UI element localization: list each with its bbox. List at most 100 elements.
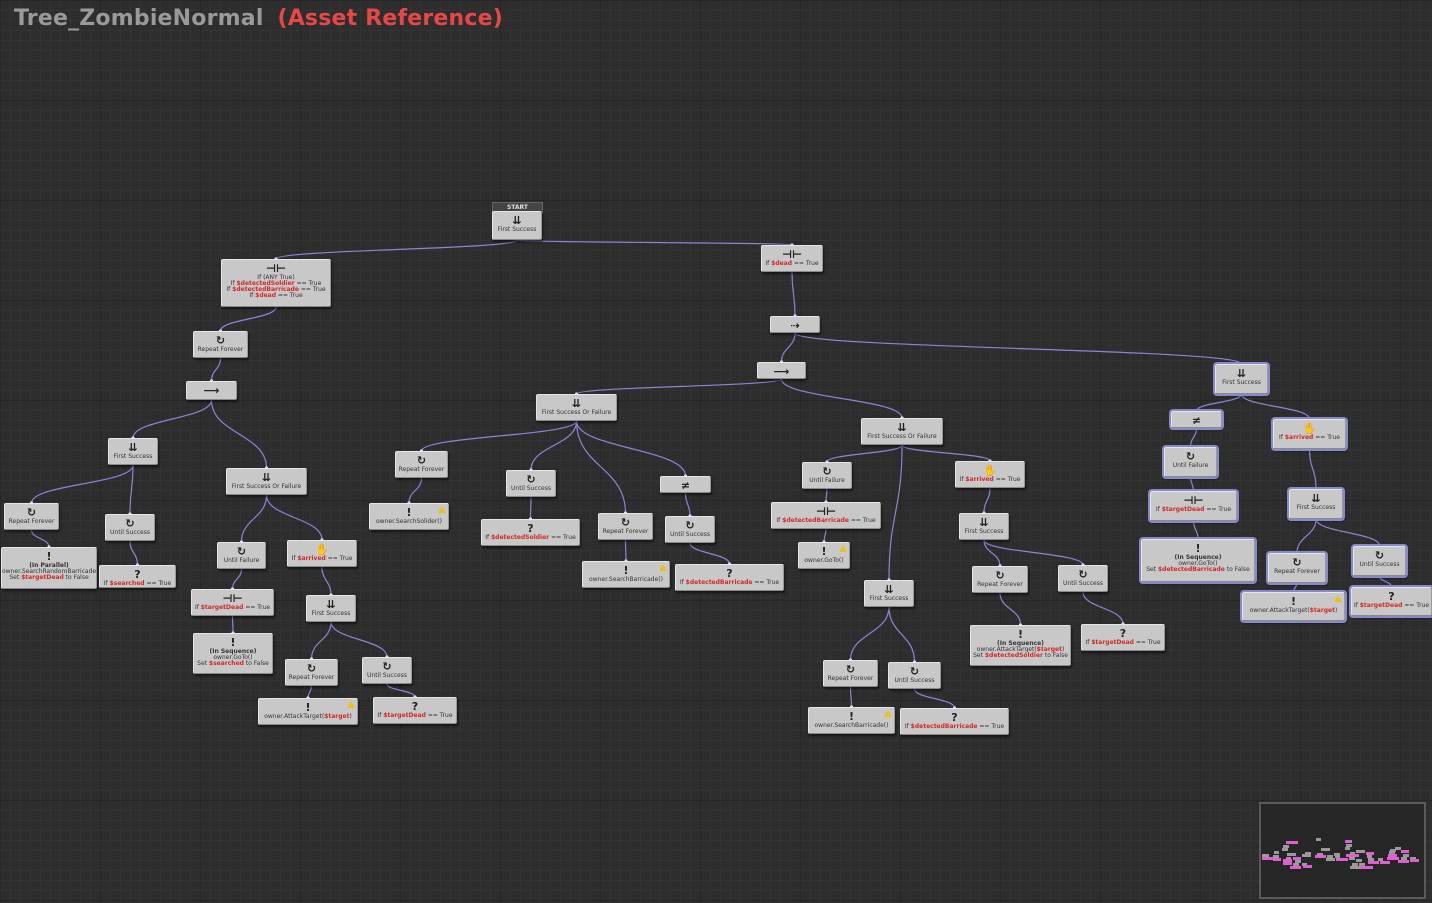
- node-until-success[interactable]: ↻Until Success: [665, 516, 715, 543]
- node-inverter[interactable]: ≠: [660, 476, 711, 493]
- minimap[interactable]: [1259, 802, 1426, 899]
- node-label: If $targetDead == True: [1085, 639, 1161, 646]
- node-label: Until Success: [670, 531, 710, 538]
- node-until-failure[interactable]: ↻Until Failure: [217, 542, 266, 569]
- selector-icon: ⇊: [261, 471, 272, 484]
- node-label: Until Success: [1063, 580, 1103, 587]
- wire: [529, 496, 532, 520]
- wire: [826, 444, 903, 463]
- repeat-icon: ↻: [822, 465, 832, 478]
- wire: [684, 492, 691, 517]
- node-if-detectedbarricade-true[interactable]: ⊣⊢If $detectedBarricade == True: [771, 502, 881, 529]
- node-repeat-forever[interactable]: ↻Repeat Forever: [598, 513, 653, 540]
- node-first-success[interactable]: ⇊First Success: [1287, 487, 1345, 521]
- node-first-success[interactable]: ⇊First Success: [864, 580, 914, 607]
- node-first-success-or-failure[interactable]: ⇊First Success Or Failure: [861, 418, 943, 445]
- node-until-failure[interactable]: ↻Until Failure: [802, 462, 852, 489]
- node-if-targetdead-true[interactable]: ?If $targetDead == True: [1349, 585, 1432, 618]
- node-in-sequence[interactable]: !(In Sequence)owner.GoTo()Set $searched …: [193, 633, 273, 674]
- wire: [129, 464, 134, 515]
- node-random[interactable]: ⇢: [770, 316, 820, 333]
- node-if-arrived-true[interactable]: ✋If $arrived == True: [287, 540, 357, 567]
- node-label: Repeat Forever: [977, 581, 1023, 588]
- node-if-targetdead-true[interactable]: ?If $targetDead == True: [1081, 624, 1165, 651]
- node-until-failure[interactable]: ↻Until Failure: [1162, 445, 1219, 479]
- warning-icon: [659, 564, 667, 571]
- node-first-success[interactable]: ⇊First Success: [108, 438, 158, 465]
- node-if-targetdead-true[interactable]: ⊣⊢If $targetDead == True: [1148, 489, 1239, 523]
- node-first-success[interactable]: ⇊First Success: [1213, 362, 1270, 396]
- node-first-success-or-failure[interactable]: ⇊First Success Or Failure: [536, 394, 617, 421]
- node-owner-goto[interactable]: !owner.GoTo(): [798, 542, 850, 569]
- node-in-parallel[interactable]: !(In Parallel)owner.SearchRandomBarricad…: [1, 547, 97, 589]
- node-first-success-or-failure[interactable]: ⇊First Success Or Failure: [226, 468, 307, 495]
- selector-icon: ⇊: [1311, 492, 1321, 505]
- node-until-success[interactable]: ↻Until Success: [105, 514, 155, 541]
- node-if-detectedsoldier-true[interactable]: ?If $detectedSoldier == True: [481, 519, 580, 546]
- node-until-success[interactable]: ↻Until Success: [362, 657, 412, 684]
- node-label: First Success: [1296, 504, 1336, 511]
- node-first-success[interactable]: ⇊First Success: [959, 513, 1009, 540]
- node-repeat-forever[interactable]: ↻Repeat Forever: [823, 660, 878, 687]
- wire: [1378, 575, 1393, 588]
- node-repeat-forever[interactable]: ↻Repeat Forever: [4, 503, 59, 530]
- node-if-arrived-true[interactable]: ✋If $arrived == True: [955, 461, 1025, 488]
- node-label: owner.GoTo(): [213, 654, 253, 661]
- node-label: Until Failure: [809, 477, 845, 484]
- node-label: If $dead == True: [765, 260, 819, 267]
- action-icon: !: [1195, 542, 1201, 555]
- node-if-dead-true[interactable]: ⊣⊢If $dead == True: [761, 245, 823, 272]
- inverter-icon: ≠: [680, 479, 691, 492]
- node-repeat-forever[interactable]: ↻Repeat Forever: [395, 451, 448, 478]
- node-in-sequence[interactable]: !(In Sequence)owner.GoTo()Set $detectedB…: [1139, 537, 1257, 584]
- wire: [30, 464, 134, 504]
- node-label: Set $searched to False: [197, 660, 269, 667]
- node-sequence[interactable]: ⟶: [757, 362, 806, 379]
- node-until-success[interactable]: ↻Until Success: [1058, 565, 1108, 592]
- node-until-success[interactable]: ↻Until Success: [888, 662, 941, 689]
- node-sequence[interactable]: ⟶: [186, 381, 237, 400]
- wire: [321, 566, 332, 596]
- wire: [825, 488, 828, 503]
- node-owner-attacktarget-target[interactable]: !owner.AttackTarget($target): [258, 698, 358, 725]
- node-owner-searchsolider[interactable]: !owner.SearchSolider(): [369, 503, 449, 530]
- node-if-arrived-true[interactable]: ✋If $arrived == True: [1271, 417, 1348, 451]
- warning-icon: [839, 545, 847, 552]
- minimap-node: [1409, 859, 1419, 863]
- wire: [516, 239, 793, 246]
- node-first-success[interactable]: ⇊First Success: [306, 595, 356, 622]
- node-inverter[interactable]: ≠: [1169, 409, 1224, 430]
- minimap-node: [1286, 852, 1296, 856]
- node-repeat-forever[interactable]: ↻Repeat Forever: [972, 566, 1028, 593]
- node-if-detectedbarricade-true[interactable]: ?If $detectedBarricade == True: [900, 708, 1009, 735]
- node-label: First Success: [869, 595, 909, 602]
- selector-icon: ⇊: [512, 214, 522, 227]
- condition-icon: ?: [951, 711, 958, 724]
- hand-icon: ✋: [1302, 422, 1317, 435]
- wire: [275, 239, 518, 260]
- node-until-success[interactable]: ↻Until Success: [506, 470, 556, 497]
- node-label: Set $detectedSoldier to False: [973, 652, 1068, 659]
- minimap-node: [1345, 839, 1353, 843]
- node-if-targetdead-true[interactable]: ⊣⊢If $targetDead == True: [191, 589, 274, 616]
- wire: [983, 539, 1001, 567]
- node-if-searched-true[interactable]: ?If $searched == True: [99, 565, 176, 588]
- node-in-sequence[interactable]: !(In Sequence)owner.AttackTarget($target…: [970, 625, 1071, 666]
- node-if-any-true[interactable]: ⊣⊢If (ANY True)If $detectedSoldier == Tr…: [221, 259, 331, 307]
- warning-icon: [347, 701, 355, 708]
- wire: [1195, 393, 1243, 412]
- minimap-node: [1290, 865, 1302, 869]
- node-first-success[interactable]: ⇊First Success: [492, 211, 542, 240]
- node-label: owner.SearchBarricade(): [589, 576, 663, 583]
- node-repeat-forever[interactable]: ↻Repeat Forever: [1266, 551, 1328, 585]
- node-if-targetdead-true[interactable]: ?If $targetDead == True: [373, 697, 457, 724]
- node-until-success[interactable]: ↻Until Success: [1351, 544, 1408, 578]
- node-owner-searchbarricade[interactable]: !owner.SearchBarricade(): [808, 707, 895, 734]
- wire: [210, 399, 268, 469]
- node-owner-searchbarricade[interactable]: !owner.SearchBarricade(): [582, 561, 670, 588]
- node-owner-attacktarget-target[interactable]: !owner.AttackTarget($target): [1240, 590, 1347, 623]
- node-repeat-forever[interactable]: ↻Repeat Forever: [285, 659, 338, 686]
- node-if-detectedbarricade-true[interactable]: ?If $detectedBarricade == True: [675, 564, 784, 591]
- node-repeat-forever[interactable]: ↻Repeat Forever: [193, 331, 248, 358]
